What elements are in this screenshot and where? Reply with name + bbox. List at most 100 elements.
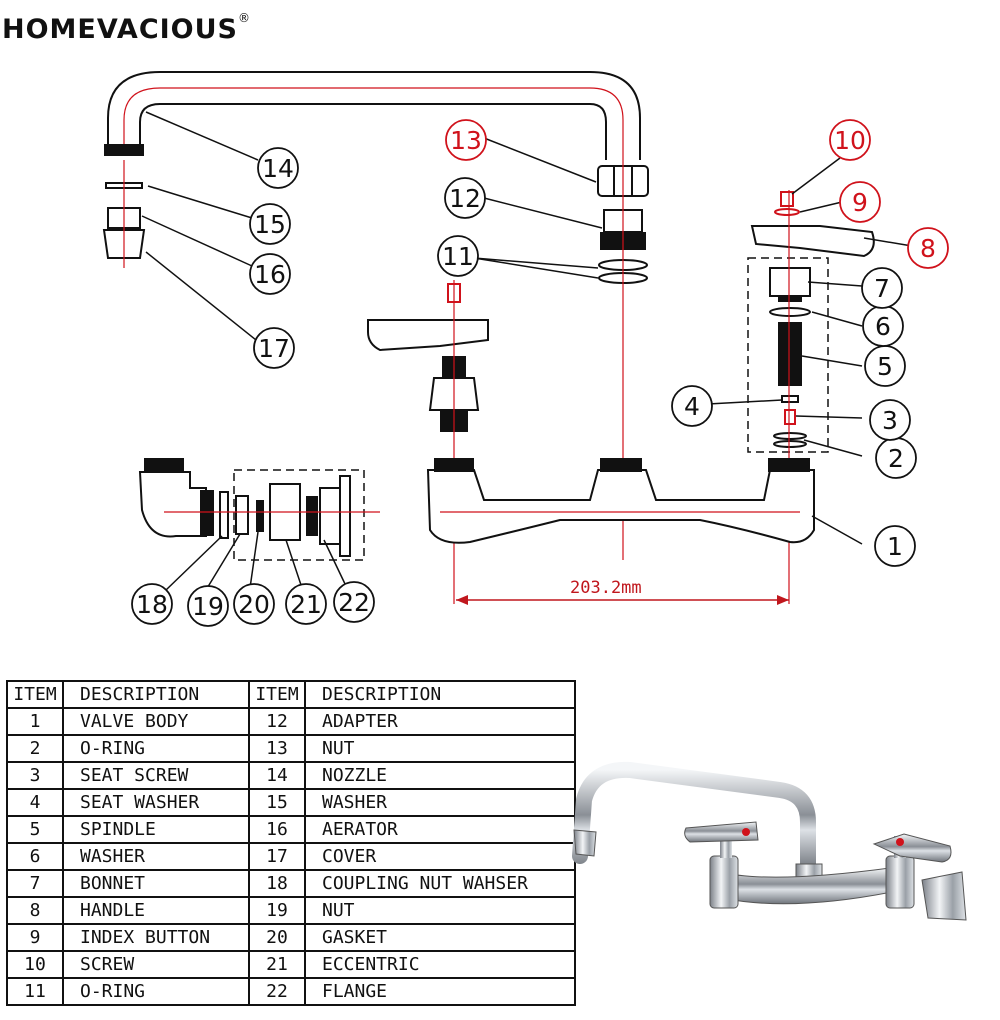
callout-number-18: 18 [136,590,168,619]
callout-number-7: 7 [874,274,890,303]
exploded-diagram: 203.2mm [102,71,949,627]
item-description: SPINDLE [62,815,250,844]
item-number: 20 [248,923,306,952]
item-number: 15 [248,788,306,817]
item-number: 7 [6,869,64,898]
callout-number-20: 20 [238,590,270,619]
item-description: COVER [304,842,576,871]
item-number: 19 [248,896,306,925]
o-ring-2b [773,440,807,448]
callout-number-13: 13 [450,126,482,155]
spout-tube [107,71,641,160]
gasket-20 [256,500,264,532]
item-number: 22 [248,977,306,1006]
spout-thread [104,144,144,156]
callout-circle-4 [671,385,713,427]
header-item: ITEM [6,680,64,709]
seat-washer-4 [781,395,799,403]
leader-lines [141,111,913,591]
elbow-assembly [138,458,380,561]
registered-mark: ® [238,11,252,25]
item-number: 9 [6,923,64,952]
callout-number-17: 17 [258,334,290,363]
callout-number-19: 19 [192,592,224,621]
item-description: SCREW [62,950,250,979]
item-number: 17 [248,842,306,871]
item-description: NUT [304,896,576,925]
callout-circle-21 [285,583,327,625]
callout-number-8: 8 [920,234,936,263]
header-item: ITEM [248,680,306,709]
callout-number-21: 21 [290,590,322,619]
callout-circle-1 [874,525,916,567]
callout-number-5: 5 [877,352,893,381]
item-number: 12 [248,707,306,736]
callout-circle-14 [257,147,299,189]
item-number: 3 [6,761,64,790]
callout-circle-3 [869,399,911,441]
callout-number-1: 1 [887,532,903,561]
callout-number-9: 9 [852,188,868,217]
nut-19 [235,495,249,535]
item-number: 14 [248,761,306,790]
callout-circle-18 [131,583,173,625]
bonnet-box [747,257,829,453]
product-photo [572,761,967,921]
item-description: AERATOR [304,815,576,844]
callout-circle-13 [445,119,487,161]
callout-circle-19 [187,585,229,627]
left-handle-assembly [367,280,489,604]
item-description: FLANGE [304,977,576,1006]
item-number: 11 [6,977,64,1006]
parts-table-header: ITEM DESCRIPTION ITEM DESCRIPTION [6,680,576,709]
callout-circle-10 [829,119,871,161]
item-number: 4 [6,788,64,817]
seat-screw-3 [784,409,796,425]
header-description: DESCRIPTION [62,680,250,709]
brand-name: HOMEVACIOUS [2,14,239,45]
index-button-9 [774,208,800,216]
item-description: WASHER [304,788,576,817]
item-number: 21 [248,950,306,979]
item-description: WASHER [62,842,250,871]
item-number: 13 [248,734,306,763]
item-description: NOZZLE [304,761,576,790]
callout-circle-17 [253,327,295,369]
callout-number-14: 14 [262,154,294,183]
item-description: BONNET [62,869,250,898]
item-description: INDEX BUTTON [62,923,250,952]
callout-circle-16 [249,253,291,295]
bonnet-7 [769,267,811,297]
callout-circle-8 [907,227,949,269]
callout-circle-9 [839,181,881,223]
flange-22 [319,487,341,545]
callout-circle-7 [861,267,903,309]
item-description: ADAPTER [304,707,576,736]
item-description: NUT [304,734,576,763]
item-number: 10 [6,950,64,979]
o-ring-2a [773,432,807,440]
item-number: 1 [6,707,64,736]
header-description: DESCRIPTION [304,680,576,709]
item-description: VALVE BODY [62,707,250,736]
brand-logo: HOMEVACIOUS® [2,11,252,45]
handle-8 [750,225,875,258]
callout-circle-12 [444,177,486,219]
item-number: 8 [6,896,64,925]
callout-number-22: 22 [338,588,370,617]
item-description: HANDLE [62,896,250,925]
item-description: SEAT WASHER [62,788,250,817]
item-number: 18 [248,869,306,898]
coupling-washer-18 [219,491,229,539]
